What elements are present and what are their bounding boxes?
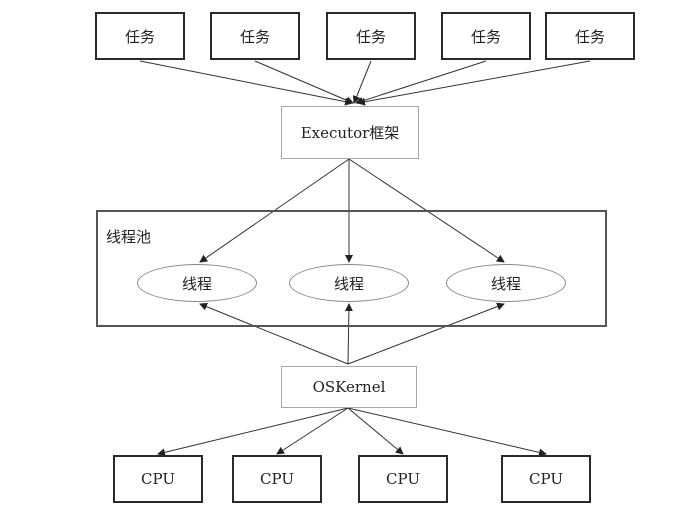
thread-pool-label: 线程池 <box>106 228 152 246</box>
edge-task-1-executor <box>139 60 353 106</box>
edge-kernel-cpu-4 <box>347 407 547 457</box>
edge-kernel-thread-3 <box>347 302 505 365</box>
task-node-1: 任务 <box>95 12 185 60</box>
edge-task-4-executor <box>355 60 487 105</box>
cpu-node-2: CPU <box>232 455 322 503</box>
os-kernel-node: OSKernel <box>281 366 417 408</box>
edge-kernel-thread-1 <box>199 302 349 365</box>
edge-task-2-executor <box>254 60 354 104</box>
edge-kernel-cpu-1 <box>157 407 349 457</box>
edge-task-5-executor <box>357 60 591 106</box>
edge-kernel-cpu-2 <box>276 407 349 455</box>
cpu-node-4: CPU <box>501 455 591 503</box>
edge-kernel-thread-2 <box>344 303 353 365</box>
executor-framework-node: Executor框架 <box>281 106 419 159</box>
edge-kernel-cpu-3 <box>347 407 404 455</box>
thread-pool-container <box>96 210 607 327</box>
thread-node-2: 线程 <box>289 264 409 302</box>
task-node-4: 任务 <box>441 12 531 60</box>
thread-node-1: 线程 <box>137 264 257 302</box>
task-node-5: 任务 <box>545 12 635 60</box>
cpu-node-3: CPU <box>358 455 448 503</box>
cpu-node-1: CPU <box>113 455 203 503</box>
edge-task-3-executor <box>352 60 372 104</box>
task-node-3: 任务 <box>326 12 416 60</box>
thread-node-3: 线程 <box>446 264 566 302</box>
task-node-2: 任务 <box>210 12 300 60</box>
